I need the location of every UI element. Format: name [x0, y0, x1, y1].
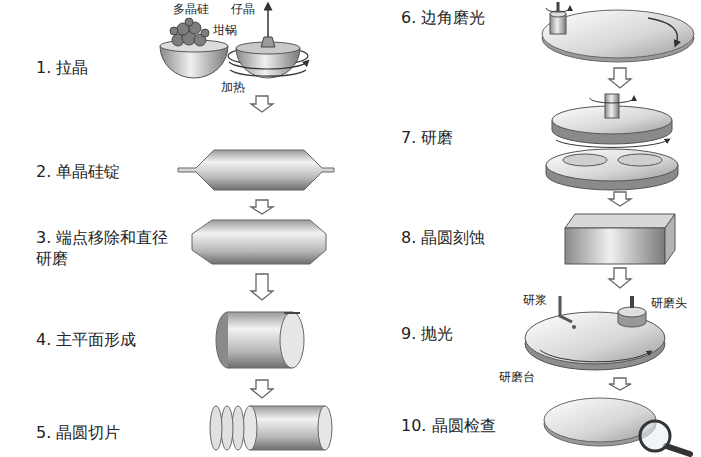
flow-arrow [609, 378, 631, 390]
process-step: 4. 主平面形成 [30, 300, 310, 380]
step-label: 8. 晶圆刻蚀 [401, 228, 541, 249]
edge-grind-figure [542, 2, 694, 62]
flow-arrow [251, 380, 273, 398]
step-label: 10. 晶圆检查 [401, 416, 541, 437]
lapping-figure [546, 94, 678, 190]
step-label: 1. 拉晶 [36, 58, 166, 79]
part-label: 研磨头 [650, 296, 688, 310]
part-label: 仔晶 [230, 2, 256, 16]
process-step: 6. 边角磨光 [395, 0, 695, 68]
crucible-figure [160, 6, 308, 78]
flow-arrow [251, 96, 273, 112]
flow-arrow [251, 274, 273, 300]
step-label: 4. 主平面形成 [36, 330, 186, 351]
part-label: 加热 [220, 80, 246, 94]
step-label: 6. 边角磨光 [401, 8, 541, 29]
flow-arrow [251, 200, 273, 214]
step-label: 3. 端点移除和直径研磨 [36, 228, 176, 270]
inspect-figure [544, 398, 690, 454]
part-label: 多晶硅 [172, 2, 210, 16]
flow-arrow [609, 268, 631, 288]
process-step: 3. 端点移除和直径研磨 [30, 214, 330, 274]
ground-ingot-figure [192, 220, 326, 264]
process-step: 5. 晶圆切片 [30, 398, 335, 454]
step-label: 9. 抛光 [401, 324, 511, 345]
process-step: 2. 单晶硅锭 [30, 112, 335, 200]
process-step: 10. 晶圆检查 [395, 390, 695, 452]
process-step: 8. 晶圆刻蚀 [395, 206, 685, 268]
step-label: 7. 研磨 [401, 128, 541, 149]
step-label: 5. 晶圆切片 [36, 423, 186, 444]
sliced-ingot-figure [210, 406, 332, 450]
flow-arrow [609, 192, 631, 206]
part-label: 研浆 [522, 293, 548, 307]
step-label: 2. 单晶硅锭 [36, 162, 176, 183]
etch-tank-figure [565, 214, 675, 264]
flow-arrow [609, 68, 631, 88]
part-label: 坩锅 [212, 23, 238, 37]
ingot-figure [178, 150, 334, 190]
process-step: 7. 研磨 [395, 88, 685, 192]
flat-cylinder-figure [216, 312, 304, 368]
part-label: 研磨台 [498, 370, 536, 384]
